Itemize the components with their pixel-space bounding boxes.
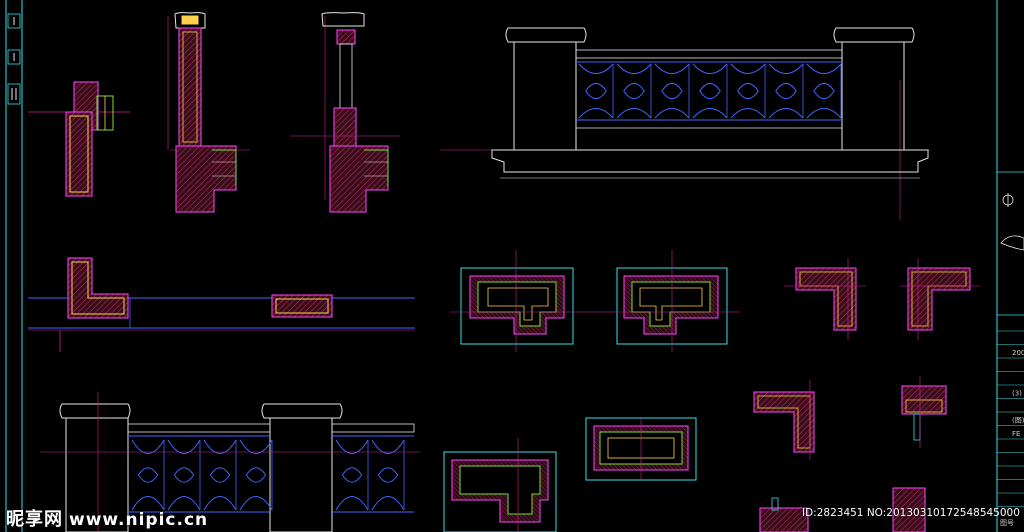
corner-details-right: [753, 258, 980, 532]
baluster: [131, 439, 165, 511]
left-border-frame: [5, 0, 23, 532]
baluster: [371, 439, 405, 511]
watermark: 昵享网 www.nipic.cn: [6, 505, 208, 531]
corner-plan-section: [28, 81, 415, 352]
baluster: [578, 63, 614, 119]
balustrade-elevation-bottom: [40, 392, 420, 532]
baluster: [616, 63, 652, 119]
title-block-footer: 图号: [1000, 519, 1014, 527]
baluster: [692, 63, 728, 119]
baluster: [730, 63, 766, 119]
balustrade-elevation-top: [440, 27, 930, 220]
baluster: [167, 439, 201, 511]
watermark-url: www.nipic.cn: [69, 510, 209, 530]
plan-details: [443, 250, 740, 532]
image-id-line: ID:2823451 NO:20130310172548545000: [802, 507, 1020, 519]
title-block: 2006 (3) (图) FE 图号: [996, 0, 1024, 532]
title-block-row-text: 2006: [1012, 349, 1024, 357]
column-sections: [167, 12, 400, 213]
baluster: [806, 63, 842, 119]
title-block-row-text: FE: [1012, 430, 1020, 438]
title-block-row-text: (3): [1012, 390, 1022, 398]
baluster: [654, 63, 690, 119]
baluster: [239, 439, 273, 511]
title-block-row-text: (图): [1012, 417, 1024, 425]
baluster: [203, 439, 237, 511]
watermark-cn: 昵享网: [6, 509, 63, 530]
baluster: [768, 63, 804, 119]
baluster: [335, 439, 369, 511]
